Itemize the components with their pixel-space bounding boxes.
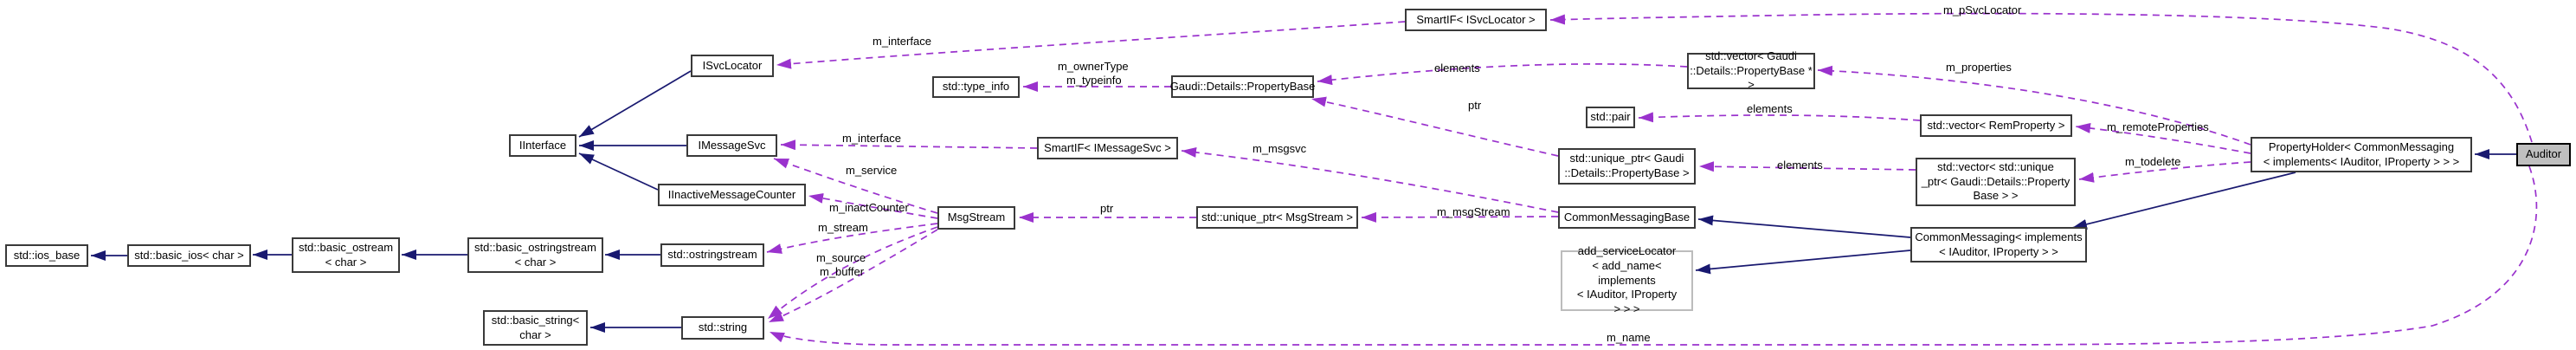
edge-msgstream-to-std-string — [768, 229, 938, 323]
edge-label-m_typeinfo: m_typeinfo — [1066, 74, 1122, 87]
node-std-string[interactable]: std::string — [681, 316, 764, 340]
node-add-servicelocator[interactable]: add_serviceLocator < add_name< implement… — [1561, 244, 1693, 315]
edge-label-elements: elements — [1777, 159, 1823, 172]
node-std-basic-ios[interactable]: std::basic_ios< char > — [127, 244, 251, 267]
node-smartif-isvclocator[interactable]: SmartIF< ISvcLocator > — [1405, 9, 1547, 31]
node-std-vector-unique-ptr[interactable]: std::vector< std::unique _ptr< Gaudi::De… — [1916, 158, 2076, 206]
edge-label-m_todelete: m_todelete — [2125, 155, 2181, 168]
edge-label-m_service: m_service — [846, 164, 898, 177]
edge-std-unique-ptr-propertybase-to-gaudi-details-propertybase — [1311, 96, 1559, 157]
node-commonmessagingbase[interactable]: CommonMessagingBase — [1558, 206, 1696, 229]
edge-propertyholder-to-std-vector-remproperty — [2075, 122, 2251, 154]
edge-msgstream-to-imessagesvc — [773, 158, 938, 214]
edge-isvclocator-to-iinterface — [578, 70, 692, 138]
node-std-unique-ptr-propertybase[interactable]: std::unique_ptr< Gaudi ::Details::Proper… — [1558, 148, 1696, 185]
edge-label-elements: elements — [1747, 102, 1793, 115]
edge-msgstream-to-std-string — [767, 226, 938, 320]
edge-auditor-to-std-string — [769, 165, 2538, 346]
node-std-ios-base[interactable]: std::ios_base — [5, 244, 88, 267]
node-std-basic-string[interactable]: std::basic_string< char > — [483, 310, 588, 346]
edge-smartif-imessagesvc-to-imessagesvc — [780, 139, 1038, 151]
edge-label-m_msgsvc: m_msgsvc — [1253, 142, 1307, 155]
edge-label-m_buffer: m_buffer — [820, 265, 865, 278]
node-iinactivemessagecounter[interactable]: IInactiveMessageCounter — [658, 184, 806, 206]
edge-label-m_interface: m_interface — [842, 132, 901, 145]
edge-propertyholder-to-std-vector-unique-ptr — [2078, 161, 2251, 183]
node-std-ostringstream[interactable]: std::ostringstream — [660, 243, 764, 267]
edge-propertyholder-to-std-vector-propertybase-ptr — [1817, 65, 2251, 146]
edge-label-m_ownerType: m_ownerType — [1058, 60, 1129, 73]
node-imessagesvc[interactable]: IMessageSvc — [686, 134, 777, 157]
node-gaudi-details-propertybase[interactable]: Gaudi::Details::PropertyBase — [1170, 75, 1315, 98]
edge-label-ptr: ptr — [1100, 202, 1114, 215]
edge-commonmessaging-to-add-servicelocator — [1695, 250, 1911, 275]
edge-smartif-isvclocator-to-isvclocator — [776, 21, 1406, 69]
node-auditor[interactable]: Auditor — [2516, 143, 2571, 166]
node-std-basic-ostream[interactable]: std::basic_ostream < char > — [292, 237, 400, 273]
edge-std-vector-propertybase-ptr-to-gaudi-details-propertybase — [1317, 63, 1688, 86]
edge-label-m_interface: m_interface — [873, 35, 931, 48]
node-std-type-info[interactable]: std::type_info — [932, 76, 1020, 98]
edge-commonmessagingbase-to-smartif-imessagesvc — [1181, 146, 1559, 213]
node-iinterface[interactable]: IInterface — [509, 134, 576, 157]
node-commonmessaging[interactable]: CommonMessaging< implements < IAuditor, … — [1910, 227, 2087, 262]
edge-commonmessaging-to-commonmessagingbase — [1697, 215, 1911, 238]
edge-iinactivemessagecounter-to-iinterface — [578, 152, 659, 191]
edge-std-vector-remproperty-to-std-pair — [1638, 112, 1921, 123]
edge-label-ptr: ptr — [1468, 99, 1482, 112]
edge-auditor-to-smartif-isvclocator — [1549, 12, 2533, 143]
edge-propertyholder-to-commonmessaging — [2071, 172, 2296, 230]
edge-label-m_inactCounter: m_inactCounter — [829, 201, 909, 214]
edge-label-m_name: m_name — [1607, 331, 1651, 344]
edge-label-m_msgStream: m_msgStream — [1437, 205, 1510, 218]
edge-label-m_remoteProperties: m_remoteProperties — [2107, 120, 2209, 133]
edge-msgstream-to-iinactivemessagecounter — [808, 193, 938, 219]
edge-label-m_stream: m_stream — [818, 221, 868, 234]
node-isvclocator[interactable]: ISvcLocator — [691, 55, 774, 77]
edge-label-m_pSvcLocator: m_pSvcLocator — [1943, 3, 2022, 16]
edge-label-m_properties: m_properties — [1946, 61, 2012, 74]
edge-label-elements: elements — [1434, 62, 1480, 75]
node-std-basic-ostringstream[interactable]: std::basic_ostringstream < char > — [467, 237, 603, 273]
edge-msgstream-to-std-ostringstream — [766, 223, 938, 254]
node-msgstream[interactable]: MsgStream — [937, 206, 1015, 230]
node-propertyholder[interactable]: PropertyHolder< CommonMessaging < implem… — [2251, 137, 2472, 172]
edge-label-m_source: m_source — [816, 251, 866, 264]
node-std-vector-propertybase-ptr[interactable]: std::vector< Gaudi ::Details::PropertyBa… — [1687, 49, 1815, 91]
node-smartif-imessagesvc[interactable]: SmartIF< IMessageSvc > — [1037, 137, 1178, 159]
node-std-pair[interactable]: std::pair — [1586, 107, 1635, 128]
node-std-vector-remproperty[interactable]: std::vector< RemProperty > — [1920, 114, 2072, 137]
node-std-unique-ptr-msgstream[interactable]: std::unique_ptr< MsgStream > — [1196, 206, 1358, 229]
